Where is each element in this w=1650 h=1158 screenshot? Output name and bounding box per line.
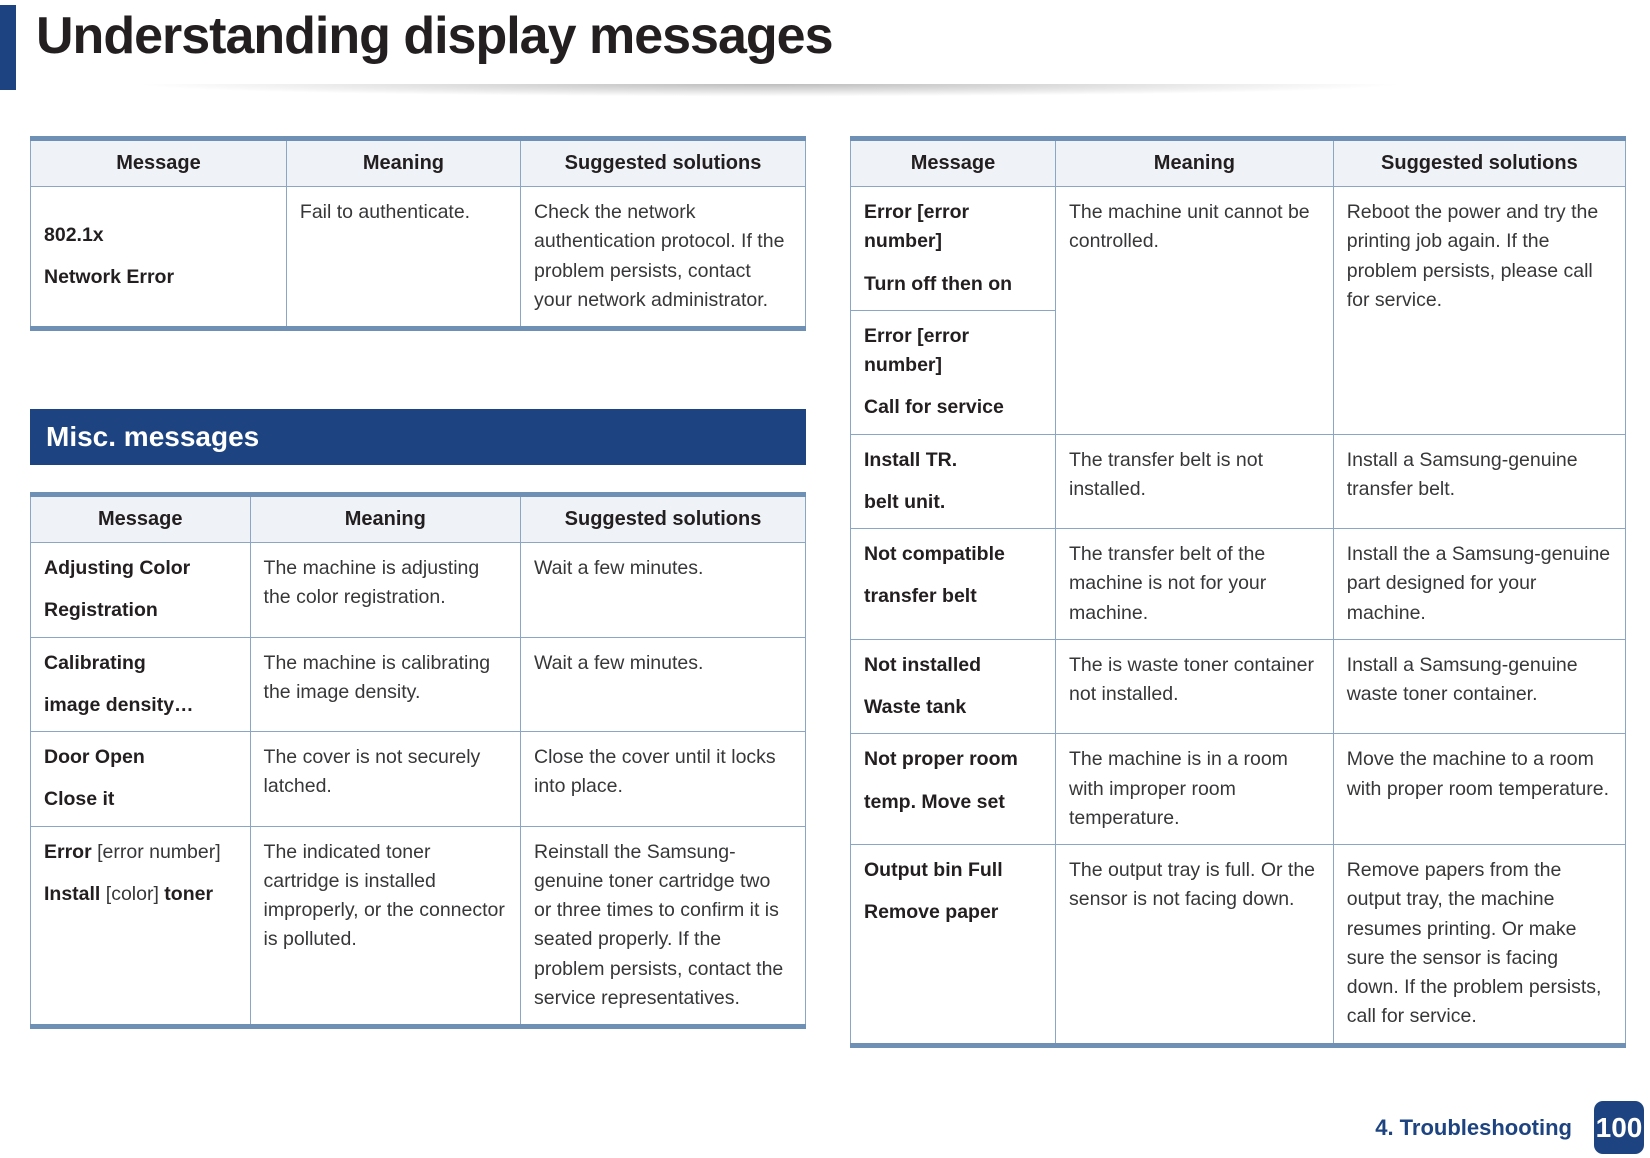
column-header-message: Message bbox=[30, 494, 251, 543]
message-cell: Error [error number]Call for service bbox=[850, 309, 1056, 435]
table-row: Install TR.belt unit.The transfer belt i… bbox=[850, 433, 1627, 529]
message-cell: Error [error number]Turn off then on bbox=[850, 186, 1056, 311]
solutions-cell: Move the machine to a room with proper r… bbox=[1332, 733, 1627, 845]
page-number-badge: 100 bbox=[1594, 1101, 1644, 1154]
table-row: Error [error number]Install [color] tone… bbox=[30, 825, 807, 1027]
column-header-message: Message bbox=[850, 138, 1056, 187]
meaning-cell: The transfer belt of the machine is not … bbox=[1055, 528, 1334, 640]
solutions-cell: Reboot the power and try the printing jo… bbox=[1332, 186, 1627, 435]
meaning-cell: The cover is not securely latched. bbox=[249, 731, 521, 827]
column-header-meaning: Meaning bbox=[1055, 138, 1334, 187]
page-title: Understanding display messages bbox=[36, 7, 833, 65]
meaning-cell: Fail to authenticate. bbox=[285, 186, 522, 329]
section-banner-misc-messages: Misc. messages bbox=[30, 409, 806, 465]
meaning-cell: The machine is in a room with improper r… bbox=[1055, 733, 1334, 845]
meaning-cell: The machine unit cannot be controlled. bbox=[1055, 186, 1334, 435]
footer-chapter-label: 4. Troubleshooting bbox=[1375, 1114, 1572, 1140]
solutions-cell: Install a Samsung-genuine waste toner co… bbox=[1332, 638, 1627, 735]
solutions-cell: Remove papers from the output tray, the … bbox=[1332, 844, 1627, 1046]
solutions-cell: Install the a Samsung-genuine part desig… bbox=[1332, 528, 1627, 640]
solutions-cell: Wait a few minutes. bbox=[519, 542, 807, 638]
meaning-cell: The transfer belt is not installed. bbox=[1055, 433, 1334, 529]
solutions-cell: Close the cover until it locks into plac… bbox=[519, 731, 807, 827]
title-accent-bar bbox=[0, 5, 16, 90]
column-header-meaning: Meaning bbox=[285, 138, 522, 187]
column-header-message: Message bbox=[30, 138, 287, 187]
meaning-cell: The output tray is full. Or the sensor i… bbox=[1055, 844, 1334, 1046]
solutions-cell: Reinstall the Samsung-genuine toner cart… bbox=[519, 825, 807, 1027]
page-footer: 4. Troubleshooting 100 bbox=[1375, 1101, 1650, 1154]
solutions-cell: Wait a few minutes. bbox=[519, 636, 807, 732]
message-cell: Install TR.belt unit. bbox=[850, 433, 1056, 529]
column-header-meaning: Meaning bbox=[249, 494, 521, 543]
meaning-cell: The is waste toner container not install… bbox=[1055, 638, 1334, 735]
solutions-cell: Install a Samsung-genuine transfer belt. bbox=[1332, 433, 1627, 529]
meaning-cell: The machine is calibrating the image den… bbox=[249, 636, 521, 732]
column-header-solutions: Suggested solutions bbox=[519, 494, 807, 543]
meaning-cell: The machine is adjusting the color regis… bbox=[249, 542, 521, 638]
message-cell: Error [error number]Install [color] tone… bbox=[30, 825, 251, 1027]
column-header-solutions: Suggested solutions bbox=[1332, 138, 1627, 187]
column-header-solutions: Suggested solutions bbox=[520, 138, 806, 187]
section-title: Misc. messages bbox=[46, 421, 260, 452]
title-divider-shadow bbox=[34, 84, 1504, 100]
meaning-cell: The indicated toner cartridge is install… bbox=[249, 825, 521, 1027]
table-row: Error [error number]Call for service bbox=[850, 309, 1626, 435]
solutions-cell: Check the network authentication protoco… bbox=[520, 186, 806, 329]
